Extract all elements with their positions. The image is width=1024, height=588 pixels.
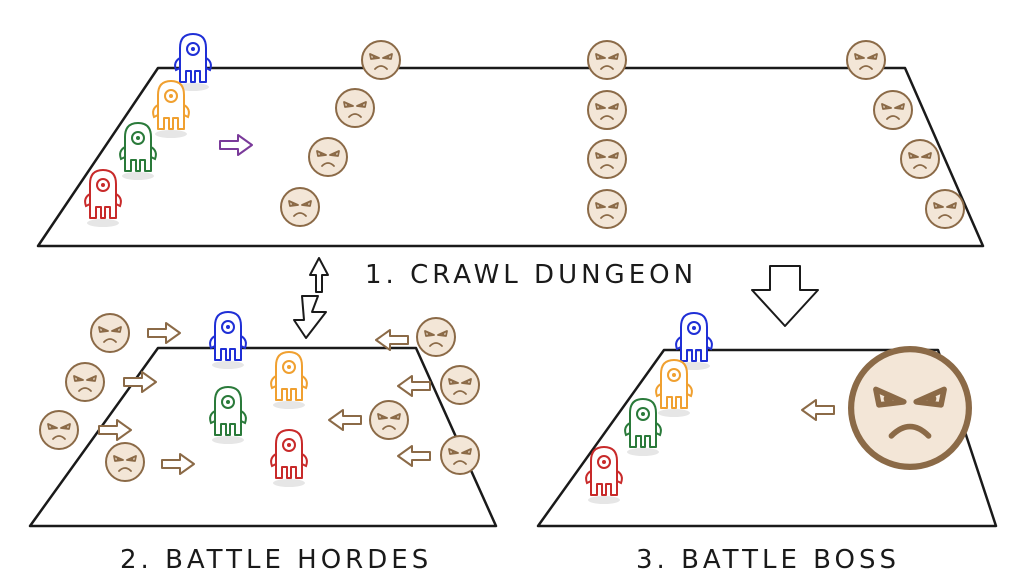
hero-green-icon [624, 398, 662, 457]
enemy-face-icon [925, 189, 965, 229]
stage2-left-horde [39, 313, 195, 482]
enemy-face-icon [440, 365, 480, 405]
stage1-hero-party [84, 33, 212, 228]
attack-arrow-icon [397, 375, 431, 397]
move-right-arrow-icon [219, 134, 253, 156]
enemy-face-icon [90, 313, 130, 353]
hero-orange-icon [152, 80, 190, 139]
stage2-board [28, 346, 498, 528]
stage3-panel [536, 312, 998, 528]
enemy-face-icon [587, 40, 627, 80]
attack-arrow-icon [161, 453, 195, 475]
hero-green-icon [209, 386, 247, 445]
enemy-face-icon [361, 40, 401, 80]
hero-red-icon [585, 446, 623, 505]
attack-arrow-icon [147, 322, 181, 344]
down-arrow-icon [293, 295, 327, 339]
attack-arrow-icon [328, 409, 362, 431]
stage1-board [36, 66, 985, 248]
stage1-enemy-group-2 [587, 40, 627, 229]
enemy-face-icon [416, 317, 456, 357]
hero-orange-icon [270, 351, 308, 410]
enemy-face-icon [65, 362, 105, 402]
stage3-label: 3. BATTLE BOSS [636, 545, 900, 575]
up-arrow-icon [309, 257, 329, 293]
stage2-label: 2. BATTLE HORDES [120, 545, 432, 575]
hero-green-icon [119, 122, 157, 181]
enemy-face-icon [587, 90, 627, 130]
hero-blue-icon [174, 33, 212, 92]
stage3-hero-party [585, 312, 713, 505]
stage1-label: 1. CRAWL DUNGEON [365, 260, 697, 290]
enemy-face-icon [280, 187, 320, 227]
stage2-right-horde [328, 317, 480, 475]
enemy-face-icon [587, 189, 627, 229]
stage3-board [536, 348, 998, 528]
boss-attack-arrow-icon [801, 399, 835, 421]
enemy-face-icon [39, 410, 79, 450]
enemy-face-icon [440, 435, 480, 475]
stage2-hero-party [209, 311, 308, 488]
enemy-face-icon [369, 400, 409, 440]
enemy-face-icon [900, 139, 940, 179]
hero-blue-icon [209, 311, 247, 370]
boss-face-icon [851, 349, 969, 467]
stage1-panel [36, 33, 985, 248]
down-to-boss-arrow-icon [751, 265, 819, 327]
hero-red-icon [270, 429, 308, 488]
enemy-face-icon [105, 442, 145, 482]
enemy-face-icon [587, 139, 627, 179]
enemy-face-icon [335, 88, 375, 128]
stage2-panel [28, 311, 498, 528]
hero-orange-icon [655, 359, 693, 418]
attack-arrow-icon [397, 445, 431, 467]
enemy-face-icon [846, 40, 886, 80]
hero-red-icon [84, 169, 122, 228]
stage1-stage2-transition-arrows [293, 257, 329, 339]
enemy-face-icon [873, 90, 913, 130]
enemy-face-icon [308, 137, 348, 177]
